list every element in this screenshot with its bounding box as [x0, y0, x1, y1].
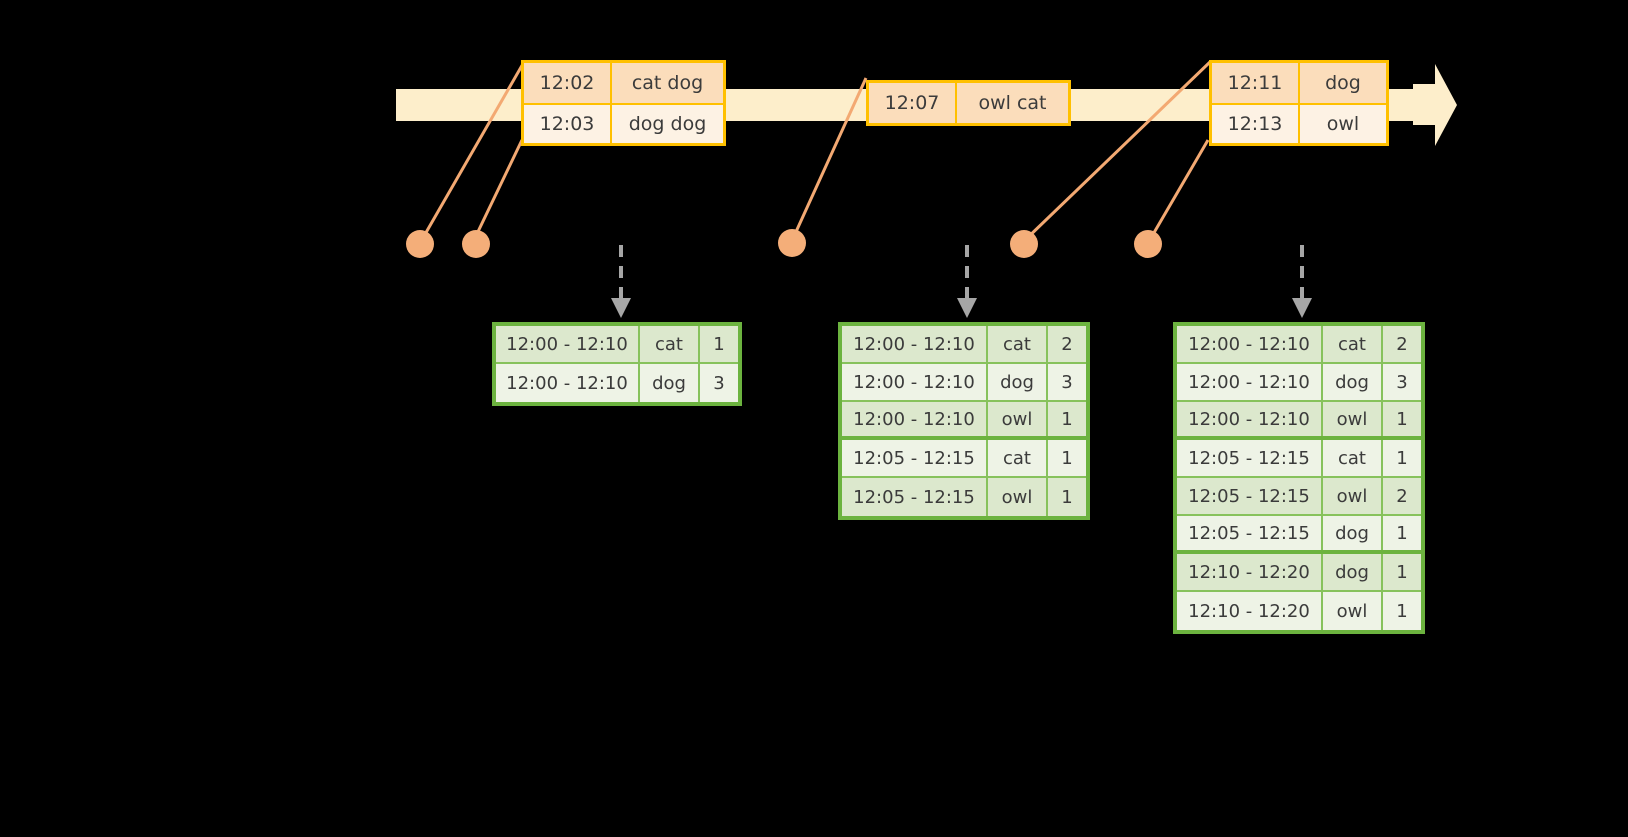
event-time: 12:13 [1212, 105, 1300, 143]
event-text: dog [1300, 63, 1386, 103]
count-cell: 2 [1048, 326, 1086, 362]
count-cell: 1 [1383, 554, 1421, 590]
event-time: 12:03 [524, 105, 612, 143]
window-cell: 12:00 - 12:10 [1177, 402, 1323, 436]
count-cell: 1 [1383, 592, 1421, 630]
word-cell: cat [988, 326, 1048, 362]
word-cell: cat [1323, 326, 1383, 362]
count-cell: 3 [1048, 364, 1086, 400]
emit-arrow-1 [611, 245, 631, 318]
event-time: 12:11 [1212, 63, 1300, 103]
word-cell: dog [640, 364, 700, 402]
count-cell: 1 [1048, 478, 1086, 516]
count-cell: 1 [1383, 402, 1421, 436]
window-cell: 12:05 - 12:15 [842, 478, 988, 516]
window-cell: 12:05 - 12:15 [1177, 516, 1323, 550]
connector-line-2 [472, 139, 524, 241]
window-cell: 12:00 - 12:10 [496, 326, 640, 362]
emit-arrow-2 [957, 245, 977, 318]
event-dot-5 [1134, 230, 1162, 258]
event-text: cat dog [612, 63, 723, 103]
window-cell: 12:00 - 12:10 [1177, 326, 1323, 362]
connector-line-5 [1146, 139, 1210, 244]
event-time: 12:07 [869, 83, 957, 123]
window-cell: 12:00 - 12:10 [842, 364, 988, 400]
event-text: owl cat [957, 83, 1068, 123]
word-cell: cat [1323, 440, 1383, 476]
count-cell: 3 [700, 364, 738, 402]
count-cell: 2 [1383, 478, 1421, 514]
count-cell: 1 [1048, 402, 1086, 436]
window-cell: 12:00 - 12:10 [496, 364, 640, 402]
count-cell: 1 [1383, 516, 1421, 550]
window-cell: 12:00 - 12:10 [842, 402, 988, 436]
window-cell: 12:05 - 12:15 [1177, 478, 1323, 514]
timeline-arrow-head-icon [1413, 64, 1457, 146]
event-dot-4 [1010, 230, 1038, 258]
event-dot-2 [462, 230, 490, 258]
count-cell: 1 [700, 326, 738, 362]
word-cell: owl [1323, 592, 1383, 630]
word-cell: owl [988, 478, 1048, 516]
emit-arrow-3 [1292, 245, 1312, 318]
count-cell: 3 [1383, 364, 1421, 400]
window-cell: 12:00 - 12:10 [1177, 364, 1323, 400]
window-cell: 12:05 - 12:15 [1177, 440, 1323, 476]
window-cell: 12:10 - 12:20 [1177, 592, 1323, 630]
window-cell: 12:05 - 12:15 [842, 440, 988, 476]
event-dot-3 [778, 229, 806, 257]
word-cell: owl [1323, 402, 1383, 436]
word-cell: cat [640, 326, 700, 362]
event-text: owl [1300, 105, 1386, 143]
window-cell: 12:10 - 12:20 [1177, 554, 1323, 590]
event-time: 12:02 [524, 63, 612, 103]
word-cell: dog [1323, 516, 1383, 550]
count-cell: 1 [1383, 440, 1421, 476]
count-cell: 2 [1383, 326, 1421, 362]
word-cell: cat [988, 440, 1048, 476]
word-cell: owl [988, 402, 1048, 436]
event-dot-1 [406, 230, 434, 258]
word-cell: dog [988, 364, 1048, 400]
count-cell: 1 [1048, 440, 1086, 476]
event-text: dog dog [612, 105, 723, 143]
window-cell: 12:00 - 12:10 [842, 326, 988, 362]
word-cell: dog [1323, 364, 1383, 400]
word-cell: owl [1323, 478, 1383, 514]
word-cell: dog [1323, 554, 1383, 590]
